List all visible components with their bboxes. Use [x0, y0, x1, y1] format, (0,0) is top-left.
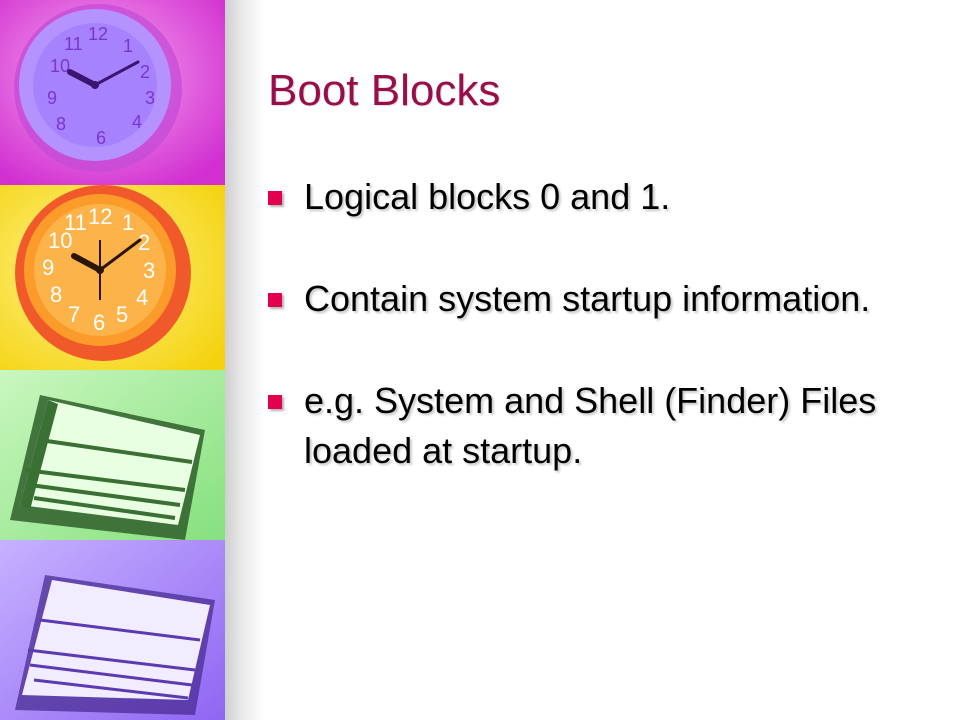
bullet-text: Contain system startup information. [304, 278, 871, 319]
svg-text:1: 1 [123, 36, 133, 56]
svg-text:8: 8 [56, 114, 66, 134]
svg-text:11: 11 [64, 34, 83, 54]
clock-icon: 12 1 2 3 4 5 6 7 8 9 10 11 [0, 185, 225, 370]
papers-icon [0, 540, 225, 720]
svg-text:9: 9 [47, 88, 57, 108]
svg-text:4: 4 [132, 112, 142, 132]
bullet-item: Contain system startup information. [268, 274, 928, 324]
svg-text:2: 2 [140, 62, 150, 82]
side-image-strip: 12 1 2 3 4 6 8 9 10 11 [0, 0, 225, 720]
bullet-text: e.g. System and Shell (Finder) Files loa… [304, 380, 877, 471]
svg-text:9: 9 [42, 255, 54, 280]
square-bullet-icon [268, 191, 282, 205]
svg-text:10: 10 [50, 56, 70, 76]
papers-icon [0, 370, 225, 540]
svg-text:4: 4 [136, 285, 148, 310]
svg-text:1: 1 [122, 210, 134, 235]
svg-text:7: 7 [68, 302, 80, 327]
svg-text:5: 5 [116, 302, 128, 327]
slide-title: Boot Blocks [268, 66, 501, 115]
svg-text:8: 8 [50, 282, 62, 307]
svg-text:11: 11 [64, 210, 87, 235]
svg-text:3: 3 [143, 258, 155, 283]
svg-text:2: 2 [138, 230, 150, 255]
bullet-text: Logical blocks 0 and 1. [304, 176, 671, 217]
svg-text:12: 12 [88, 204, 112, 229]
svg-text:6: 6 [96, 128, 106, 148]
square-bullet-icon [268, 395, 282, 409]
bullet-list: Logical blocks 0 and 1. Contain system s… [268, 172, 928, 528]
strip-shadow [225, 0, 265, 720]
bullet-item: Logical blocks 0 and 1. [268, 172, 928, 222]
svg-text:10: 10 [48, 228, 72, 253]
svg-text:3: 3 [145, 88, 155, 108]
svg-text:12: 12 [88, 24, 108, 44]
square-bullet-icon [268, 293, 282, 307]
svg-text:6: 6 [93, 310, 105, 335]
bullet-item: e.g. System and Shell (Finder) Files loa… [268, 376, 928, 476]
clock-icon: 12 1 2 3 4 6 8 9 10 11 [0, 0, 225, 185]
